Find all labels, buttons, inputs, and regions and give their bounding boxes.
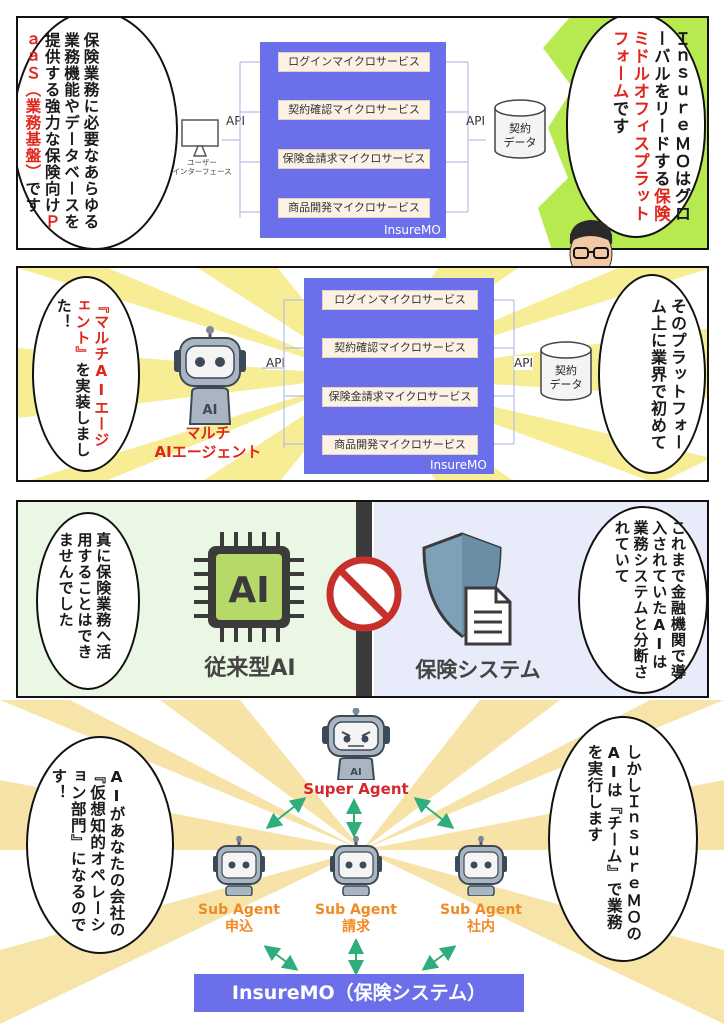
panel-1: ＩｎｓｕｒｅＭＯはグローバルをリードする保険ミドルオフィスプラットフォームです … <box>16 16 709 250</box>
speech-bubble-left <box>32 276 140 472</box>
narration-right: ＩｎｓｕｒｅＭＯはグローバルをリードする保険ミドルオフィスプラットフォームです <box>610 30 691 223</box>
shield-document-icon <box>422 532 512 646</box>
service-contract: 契約確認マイクロサービス <box>278 100 430 120</box>
sub-agent-robot-icon <box>330 836 382 896</box>
service-claim: 保険金請求マイクロサービス <box>278 149 430 169</box>
connector-lines-left <box>262 299 304 448</box>
service-product: 商品開発マイクロサービス <box>278 198 430 218</box>
narration-left: 真に保険業務へ活用することはできませんでした <box>56 532 113 660</box>
robot-badge: AI <box>203 403 218 418</box>
ai-chip-icon: AI <box>194 532 304 642</box>
insuremo-system-bar: InsureMO（保険システム） <box>194 974 524 1012</box>
database-icon <box>494 99 546 159</box>
speech-bubble-right-p4 <box>548 716 698 962</box>
speech-bubble-left <box>36 512 140 690</box>
insurance-system-caption: 保険システム <box>415 658 541 682</box>
speech-bubble-left-p4 <box>26 736 174 954</box>
prohibited-icon <box>326 556 402 632</box>
user-interface-label: ユーザーインターフェース <box>172 158 232 176</box>
service-login: ログインマイクロサービス <box>322 290 478 310</box>
platform-label: InsureMO <box>384 223 441 237</box>
db-label: 契約データ <box>503 122 537 149</box>
connector-lines-left <box>222 61 262 218</box>
service-login: ログインマイクロサービス <box>278 52 430 72</box>
panel-3: 真に保険業務へ活用することはできませんでした AI 従来型AI 保険システム こ… <box>16 500 709 698</box>
service-claim: 保険金請求マイクロサービス <box>322 387 478 407</box>
database-icon <box>540 341 592 401</box>
agent-arrows <box>263 797 457 976</box>
super-agent-robot-icon: AI <box>322 708 390 780</box>
speech-bubble-right <box>566 18 706 238</box>
service-product: 商品開発マイクロサービス <box>322 435 478 455</box>
speech-bubble-right <box>598 274 706 474</box>
connector-lines-right <box>446 61 486 213</box>
narration-left-p4: AIがあなたの会社の『仮想知的オペレーション部門』になるのです！ <box>49 768 126 938</box>
api-label-left: API <box>266 356 285 370</box>
multi-ai-robot-icon: AI <box>174 326 246 425</box>
platform-label: InsureMO <box>430 458 487 472</box>
api-label-right: API <box>466 114 485 128</box>
narration-right: これまで金融機関で導入されていたAIは業務システムと分断されていて <box>612 520 687 680</box>
narration-left: 『マルチAIエージェント』を実装しました！ <box>54 298 111 458</box>
monitor-icon <box>181 119 219 157</box>
legacy-ai-caption: 従来型AI <box>204 656 296 681</box>
sub-agent-robot-icon <box>455 836 507 896</box>
panel-2: そのプラットフォーム上に業界で初めて 『マルチAIエージェント』を実装しました！… <box>16 266 709 482</box>
sub-agent-robot-icon <box>213 836 265 896</box>
super-agent-label: Super Agent <box>303 780 409 798</box>
db-label: 契約データ <box>549 364 583 391</box>
chip-text: AI <box>228 570 269 611</box>
connector-lines-right <box>494 299 534 445</box>
narration-left: 保険業務に必要なあらゆる業務機能やデータベースを提供する強力な保険向けＰａａＳ（… <box>23 32 100 230</box>
api-label-right: API <box>514 356 533 370</box>
super-badge: AI <box>350 767 361 778</box>
narration-right: そのプラットフォーム上に業界で初めて <box>648 298 687 451</box>
service-contract: 契約確認マイクロサービス <box>322 338 478 358</box>
narration-right-p4: しかしＩｎｓｕｒｅＭＯのAIは『チーム』で業務を実行します <box>585 744 643 942</box>
speech-bubble-right <box>578 506 707 694</box>
speech-bubble-left <box>18 18 178 248</box>
